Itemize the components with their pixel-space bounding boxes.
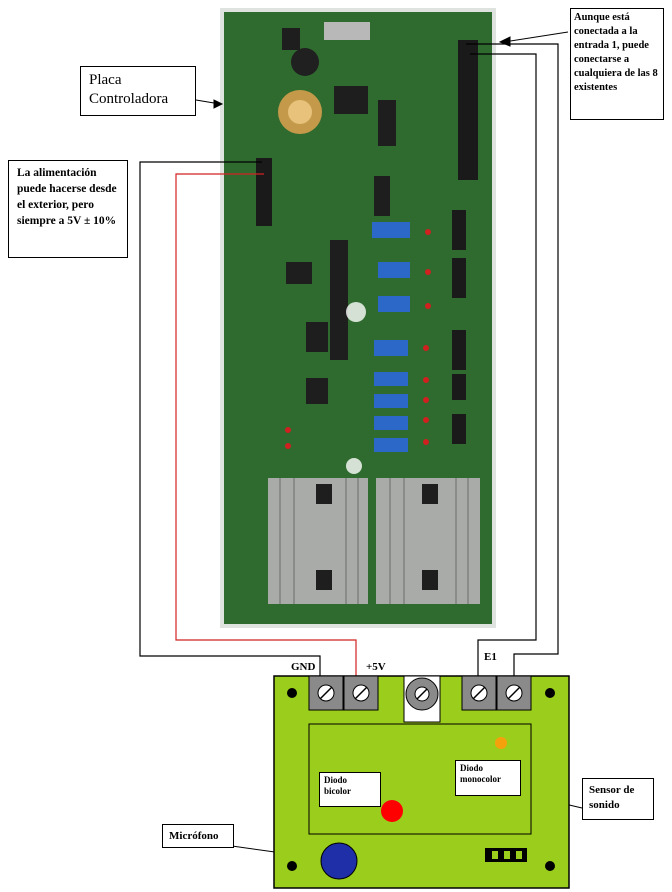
- relay: [378, 296, 410, 312]
- light-glare: [346, 302, 366, 322]
- ic-chip: [374, 176, 390, 216]
- led: [423, 439, 429, 445]
- relays: [372, 222, 410, 452]
- screw-terminals: [308, 675, 532, 711]
- wires: [139, 43, 559, 676]
- db9-connector: [324, 22, 370, 40]
- ic-chip: [378, 100, 396, 146]
- led: [423, 345, 429, 351]
- relay: [374, 340, 408, 356]
- microcontroller-chip: [330, 240, 348, 360]
- led: [423, 377, 429, 383]
- output-terminal: [452, 330, 466, 370]
- power-header: [256, 158, 272, 226]
- mount-hole: [545, 688, 555, 698]
- callout-microfono-text: Micrófono: [169, 830, 219, 842]
- capacitor: [291, 48, 319, 76]
- light-glare: [346, 458, 362, 474]
- ic-chip: [286, 262, 312, 284]
- relay: [378, 262, 410, 278]
- led: [425, 269, 431, 275]
- arrow-head: [498, 36, 511, 47]
- led: [285, 427, 291, 433]
- output-terminal: [452, 374, 466, 400]
- wire-e1-b: [466, 43, 559, 676]
- ic-chip: [306, 378, 328, 404]
- terminal-label-plus5v: +5V: [366, 661, 386, 673]
- potentiometer: [403, 675, 441, 723]
- mount-hole: [287, 688, 297, 698]
- arrow-head: [213, 99, 224, 109]
- relay: [372, 222, 410, 238]
- controller-board: [220, 8, 496, 628]
- label-diodo-bicolor: Diodo bicolor: [319, 772, 381, 807]
- ic-chip: [334, 86, 368, 114]
- label-diodo-bicolor-text: Diodo bicolor: [324, 775, 351, 796]
- relay: [374, 438, 408, 452]
- monocolor-led: [495, 737, 507, 749]
- callout-alimentacion-text: La alimentación puede hacerse desde el e…: [17, 167, 117, 227]
- output-terminal: [452, 258, 466, 298]
- relay: [374, 372, 408, 386]
- switch-component: [282, 28, 300, 50]
- callout-aunque-text: Aunque está conectada a la entrada 1, pu…: [574, 12, 658, 93]
- output-terminal: [452, 210, 466, 250]
- label-diodo-monocolor-text: Diodo monocolor: [460, 763, 501, 784]
- callout-microfono: Micrófono: [162, 824, 234, 848]
- output-terminal: [452, 414, 466, 444]
- callout-sensor: Sensor de sonido: [582, 778, 654, 820]
- led: [425, 229, 431, 235]
- relay: [374, 394, 408, 408]
- mount-hole: [287, 861, 297, 871]
- led: [423, 397, 429, 403]
- callout-aunque: Aunque está conectada a la entrada 1, pu…: [570, 8, 664, 120]
- heatsinks: [268, 478, 480, 604]
- relay: [374, 416, 408, 430]
- terminal-label-e1: E1: [484, 651, 497, 663]
- label-diodo-monocolor: Diodo monocolor: [455, 760, 521, 796]
- ic-chip: [306, 322, 328, 352]
- bicolor-led: [381, 800, 403, 822]
- wire-plus5v: [175, 173, 357, 676]
- wire-gnd: [139, 161, 321, 676]
- led: [423, 417, 429, 423]
- mount-hole: [545, 861, 555, 871]
- input-header-strip: [458, 40, 478, 180]
- led: [425, 303, 431, 309]
- wire-e1-a: [470, 53, 537, 676]
- callout-sensor-text: Sensor de sonido: [589, 784, 635, 811]
- callout-placa: Placa Controladora: [80, 66, 196, 116]
- led: [285, 443, 291, 449]
- microphone: [320, 842, 358, 880]
- callout-placa-text: Placa Controladora: [89, 72, 169, 107]
- terminal-label-gnd: GND: [291, 661, 316, 673]
- callout-alimentacion: La alimentación puede hacerse desde el e…: [8, 160, 128, 258]
